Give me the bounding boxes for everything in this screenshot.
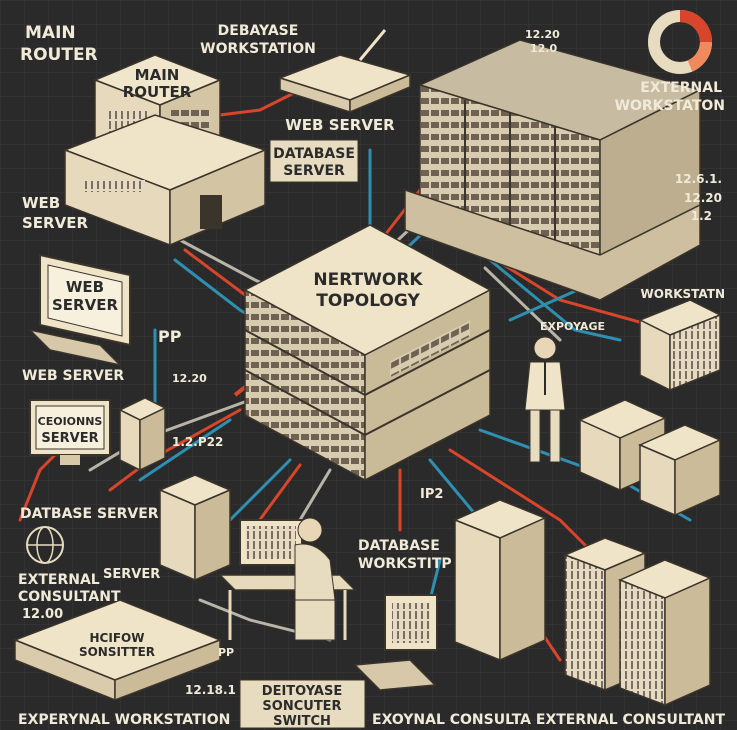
bottom-mid-label-1: DEITOYASE xyxy=(262,684,342,699)
label-main-router-2: ROUTER xyxy=(20,45,98,65)
label-top-ip-1: 12.20 xyxy=(525,28,560,41)
label-database-workstation-2: WORKSTITP xyxy=(358,556,452,572)
label-main-router-1: MAIN xyxy=(25,23,76,43)
label-exroyage-right: EXPOYAGE xyxy=(540,320,605,333)
label-external-consultant-left-3: 12.00 xyxy=(22,607,63,622)
label-database-server-left: DATBASE SERVER xyxy=(20,506,159,522)
label-web-server-mid: WEB SERVER xyxy=(22,368,124,384)
web-server-monitor-label-2: SERVER xyxy=(52,296,118,314)
label-external-workstation-1: EXTERNAL xyxy=(640,80,722,96)
label-web-server-left-1: WEB xyxy=(22,194,60,212)
label-bottom-left: EXPERYNAL WORKSTATION xyxy=(18,712,230,728)
label-workstation-right: WORKSTATN xyxy=(641,287,725,301)
label-pp-mid: PP xyxy=(158,327,182,346)
topology-title-line-2: TOPOLOGY xyxy=(316,291,420,311)
main-router-box-label-2: ROUTER xyxy=(123,83,192,101)
label-debayase-1: DEBAYASE xyxy=(218,23,299,39)
ceoionns-server-label-2: SERVER xyxy=(41,431,98,446)
label-external-consultant-left-1: EXTERNAL xyxy=(18,572,100,588)
bottom-mid-label-2: SONCUTER xyxy=(262,699,341,714)
bottom-mid-label-3: SWITCH xyxy=(273,714,331,729)
switch-label-2: SONSITTER xyxy=(79,645,155,659)
label-bottom-right: EXTERNAL CONSULTANT xyxy=(536,712,726,728)
label-bottom-mid-right: EXOYNAL CONSULTA xyxy=(372,712,531,728)
label-debayase-2: WORKSTATION xyxy=(200,41,316,57)
globe-icon xyxy=(27,527,63,563)
label-server-left: SERVER xyxy=(103,567,160,582)
database-server-tag-label-2: SERVER xyxy=(283,163,345,179)
label-ip-right-2: 12.20 xyxy=(684,191,722,205)
label-top-ip-2: 12.0 xyxy=(530,42,557,55)
label-ip-right-1: 12.6.1. xyxy=(675,172,722,186)
ceoionns-server-label-1: CEOIONNS xyxy=(38,415,103,428)
topology-title-line-1: NERTWORK xyxy=(313,270,423,290)
label-ip-fragment: 12.20 xyxy=(172,372,207,385)
label-web-server-top: WEB SERVER xyxy=(285,116,395,134)
label-database-workstation-1: DATABASE xyxy=(358,538,440,554)
main-router-box-label-1: MAIN xyxy=(135,66,180,84)
label-ip-bottom: 12.18.1 xyxy=(185,683,236,697)
switch-label-1: HCIFOW xyxy=(90,631,145,645)
label-ip-mid: IP2 xyxy=(420,487,443,502)
label-external-workstation-2: WORKSTATON xyxy=(615,98,725,114)
label-external-consultant-left-2: CONSULTANT xyxy=(18,589,121,605)
database-server-tag-label-1: DATABASE xyxy=(273,146,355,162)
label-ip-right-3: 1.2 xyxy=(691,209,712,223)
tower-servers-center xyxy=(160,475,230,580)
label-web-server-left-2: SERVER xyxy=(22,214,88,232)
web-server-monitor-label-1: WEB xyxy=(66,278,104,296)
label-ip-12p22: 1.2.P22 xyxy=(172,435,223,449)
label-pp-bottom: PP xyxy=(218,646,234,659)
